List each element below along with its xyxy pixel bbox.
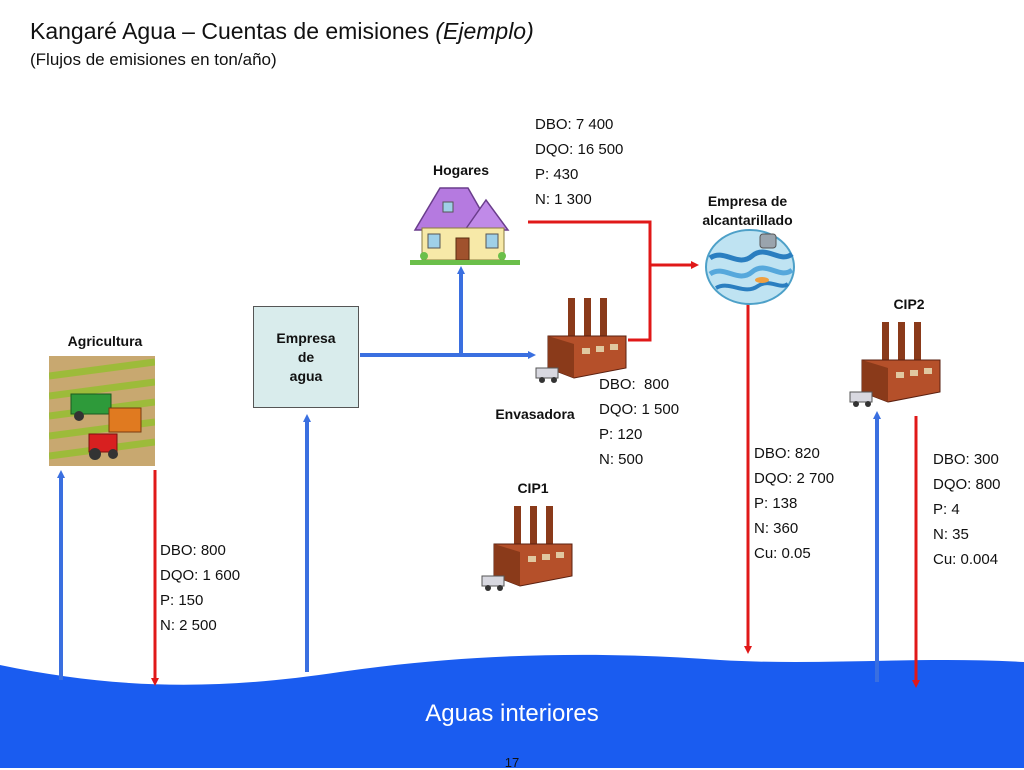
- envasadora-n: N: 500: [599, 451, 644, 468]
- alcantarillado-label-line1: Empresa de: [707, 193, 788, 209]
- agricultura-label: Agricultura: [67, 333, 143, 349]
- page-title: Kangaré Agua – Cuentas de emisiones (Eje…: [30, 18, 534, 45]
- house-icon: [410, 187, 520, 265]
- sewer-water-icon: [705, 229, 795, 305]
- cip2-n: N: 35: [933, 526, 969, 543]
- alcantarillado-label: Empresa de alcantarillado: [680, 192, 815, 230]
- empresa-agua-line3: agua: [289, 367, 323, 384]
- cip2-dqo: DQO: 800: [933, 476, 1001, 493]
- title-main: Kangaré Agua – Cuentas de emisiones: [30, 18, 429, 44]
- empresa-agua-box: Empresa de agua: [253, 306, 359, 408]
- title-italic: (Ejemplo): [435, 18, 534, 44]
- page-subtitle: (Flujos de emisiones en ton/año): [30, 50, 277, 69]
- factory-icon-cip2: [849, 322, 941, 407]
- alcantarillado-n: N: 360: [754, 520, 799, 537]
- envasadora-emissions: DBO: 800 DQO: 1 500 P: 120 N: 500: [599, 372, 679, 472]
- arrow-hogares-to-alcantarillado: [528, 220, 652, 265]
- alcantarillado-p: P: 138: [754, 495, 798, 512]
- cip2-emissions: DBO: 300 DQO: 800 P: 4 N: 35 Cu: 0.004: [933, 447, 1001, 572]
- cip1-label: CIP1: [517, 480, 549, 496]
- hogares-p: P: 430: [535, 166, 579, 183]
- envasadora-dqo: DQO: 1 500: [599, 401, 680, 418]
- alcantarillado-label-line2: alcantarillado: [702, 212, 793, 228]
- hogares-label: Hogares: [432, 162, 490, 178]
- alcantarillado-dbo: DBO: 820: [754, 445, 820, 462]
- water-body: [0, 654, 1024, 768]
- agricultura-p: P: 150: [160, 592, 204, 609]
- alcantarillado-cu: Cu: 0.05: [754, 545, 811, 562]
- factory-icon-cip1: [481, 506, 573, 591]
- cip2-dbo: DBO: 300: [933, 451, 999, 468]
- page-number: 17: [504, 755, 520, 770]
- arrow-envasadora-to-alcantarillado: [628, 261, 699, 342]
- hogares-emissions: DBO: 7 400 DQO: 16 500 P: 430 N: 1 300: [535, 112, 623, 212]
- agricultura-dqo: DQO: 1 600: [160, 567, 241, 584]
- cip2-label: CIP2: [893, 296, 925, 312]
- hogares-n: N: 1 300: [535, 191, 592, 208]
- envasadora-label: Envasadora: [495, 406, 575, 422]
- hogares-dbo: DBO: 7 400: [535, 116, 614, 133]
- factory-icon-envasadora: [535, 298, 627, 383]
- agricultura-emissions: DBO: 800 DQO: 1 600 P: 150 N: 2 500: [160, 538, 240, 638]
- agricultura-dbo: DBO: 800: [160, 542, 226, 559]
- tractor-field-icon: [49, 356, 155, 466]
- cip2-cu: Cu: 0.004: [933, 551, 999, 568]
- agricultura-n: N: 2 500: [160, 617, 217, 634]
- alcantarillado-dqo: DQO: 2 700: [754, 470, 835, 487]
- inflow-arrows: [57, 266, 881, 682]
- empresa-agua-line2: de: [297, 348, 315, 365]
- emission-arrows: [151, 220, 920, 688]
- envasadora-p: P: 120: [599, 426, 643, 443]
- alcantarillado-emissions: DBO: 820 DQO: 2 700 P: 138 N: 360 Cu: 0.…: [754, 441, 834, 566]
- cip2-p: P: 4: [933, 501, 960, 518]
- hogares-dqo: DQO: 16 500: [535, 141, 624, 158]
- water-label: Aguas interiores: [425, 700, 599, 727]
- empresa-agua-line1: Empresa: [276, 329, 336, 346]
- envasadora-dbo: DBO: 800: [599, 376, 670, 393]
